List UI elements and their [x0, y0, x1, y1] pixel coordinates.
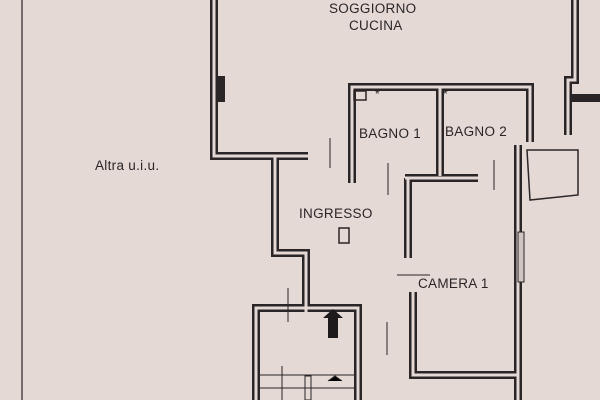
room-label-camera-1: CAMERA 1 — [418, 276, 489, 291]
room-label-bagno-1: BAGNO 1 — [359, 126, 422, 141]
room-label-bagno-2: BAGNO 2 — [445, 124, 508, 139]
fixtures — [21, 0, 495, 400]
star-marker: * — [375, 87, 380, 101]
room-label-cucina: CUCINA — [349, 18, 403, 33]
room-label-soggiorno: SOGGIORNO — [329, 1, 417, 16]
walls — [210, 0, 600, 400]
star-marker: * — [443, 87, 448, 101]
room-label-ingresso: INGRESSO — [299, 206, 373, 221]
entrance-arrow-icon — [323, 309, 343, 338]
room-label-altra-uiu: Altra u.i.u. — [95, 158, 160, 173]
